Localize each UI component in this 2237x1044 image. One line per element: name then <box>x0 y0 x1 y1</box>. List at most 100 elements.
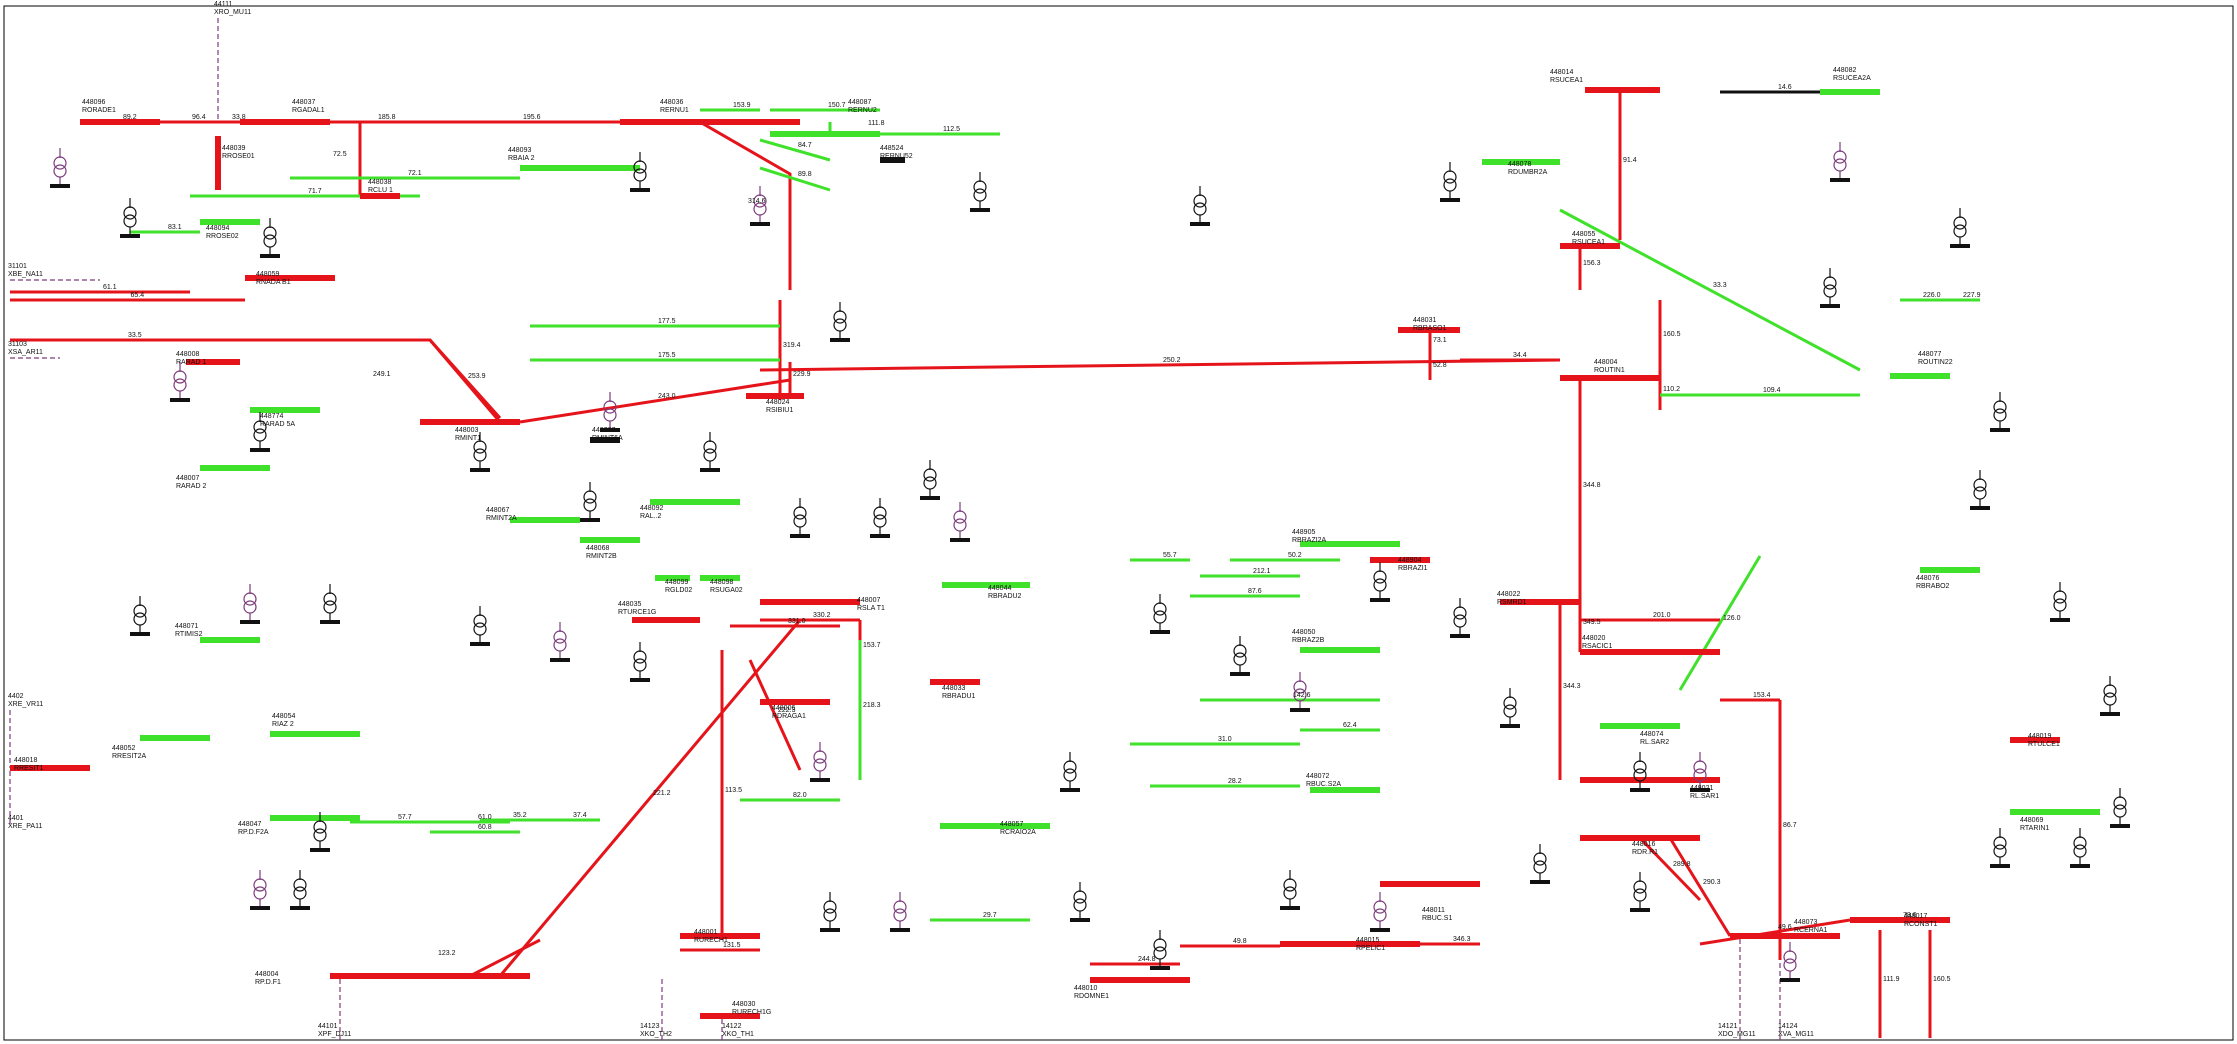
bus-number: 448082 <box>1833 67 1856 74</box>
line-flow-label: 82.0 <box>793 792 807 799</box>
line-flow-label: 153.9 <box>733 102 751 109</box>
transformer-icon <box>1990 392 2010 432</box>
transformer-icon <box>1830 142 1850 182</box>
line-flow-label: 37.4 <box>573 812 587 819</box>
bus-number: 448077 <box>1918 351 1941 358</box>
bus-name: RSUCEA1 <box>1572 239 1605 246</box>
bus-name: RBUC.S2A <box>1306 781 1341 788</box>
line-flow-label: 250.2 <box>1163 357 1181 364</box>
bus-number: 448071 <box>175 623 198 630</box>
bus-number: 448014 <box>1550 69 1573 76</box>
line-flow-label: 33.8 <box>232 114 246 121</box>
line-flow-label: 319.4 <box>783 342 801 349</box>
bus-number: 448037 <box>292 99 315 106</box>
line-flow-label: 212.1 <box>1253 568 1271 575</box>
transformer-icon <box>1970 470 1990 510</box>
line-flow-label: 111.8 <box>868 120 885 127</box>
line-flow-label: 218.3 <box>863 702 881 709</box>
transformer-icon <box>830 302 850 342</box>
bus-name: RSUGA02 <box>710 587 743 594</box>
bus-number: 448008 <box>176 351 199 358</box>
line-flow-label: 33.5 <box>128 332 142 339</box>
line-flow-label: 34.4 <box>1513 352 1527 359</box>
transformer-icon <box>1290 672 1310 712</box>
line-flow-label: 249.1 <box>373 371 391 378</box>
bus-number: 448024 <box>766 399 789 406</box>
bus-name: RBRAZI2A <box>1292 537 1327 544</box>
bus-name: RTURCE1G <box>618 609 656 616</box>
bus-name: RTARIN1 <box>2020 825 2049 832</box>
line-l49 <box>330 938 541 978</box>
bus-name: RPELIC1 <box>1356 945 1385 952</box>
line-flow-label: 331.0 <box>788 618 806 625</box>
diagram-frame <box>3 5 2234 1041</box>
bus-name: RMINT2B <box>586 553 617 560</box>
bus-number: 448047 <box>238 821 261 828</box>
transformer-icon <box>630 152 650 192</box>
bus-number: 448036 <box>660 99 683 106</box>
bus-number: 448033 <box>942 685 965 692</box>
line-flow-label: 96.4 <box>192 114 206 121</box>
transformer-icon <box>1150 930 1170 970</box>
transformer-icon <box>1060 752 1080 792</box>
bus-number: 448068 <box>586 545 609 552</box>
external-number: 14121 <box>1718 1023 1738 1030</box>
line-l7 <box>699 120 792 290</box>
bus-number: 448017 <box>1904 913 1927 920</box>
transformer-icon <box>250 412 270 452</box>
transformers-layer <box>50 142 2130 982</box>
bus-number: 448001 <box>694 929 717 936</box>
line-flow-label: 349.5 <box>1583 619 1601 626</box>
line-flow-label: 243.0 <box>658 393 676 400</box>
transformer-icon <box>1630 752 1650 792</box>
bus-number: 448774 <box>260 413 283 420</box>
transformer-icon <box>1990 828 2010 868</box>
transformer-icon <box>790 498 810 538</box>
transformer-icon <box>890 892 910 932</box>
line-flow-label: 110.2 <box>1663 386 1680 393</box>
line-flow-label: 153.4 <box>1753 692 1771 699</box>
bus-name: RBRAZI1 <box>1398 565 1428 572</box>
line-flow-label: 109.4 <box>1763 387 1781 394</box>
bus-number: 448099 <box>665 579 688 586</box>
bus-name: RGADAL1 <box>292 107 325 114</box>
line-flow-label: 29.7 <box>983 912 997 919</box>
line-flow-label: 195.6 <box>523 114 541 121</box>
line-flow-label: 222.3 <box>778 707 796 714</box>
line-flow-label: 72.1 <box>408 170 422 177</box>
external-name: XRO_MU11 <box>214 9 251 16</box>
line-flow-label: 31.0 <box>1218 736 1232 743</box>
bus-number: 448020 <box>1582 635 1605 642</box>
bus-number: 448093 <box>508 147 531 154</box>
line-flow-label: 253.9 <box>468 373 486 380</box>
bus-name: RURECH1 <box>694 937 728 944</box>
external-name: XVA_MG11 <box>1778 1031 1814 1038</box>
line-l50 <box>498 619 802 977</box>
line-flow-label: 65.4 <box>131 292 145 299</box>
line-flow-label: 84.7 <box>798 142 812 149</box>
bus-name: RAL..2 <box>640 513 662 520</box>
external-number: 14124 <box>1778 1023 1798 1030</box>
line-flow-label: 244.8 <box>1138 956 1156 963</box>
transformer-icon <box>260 218 280 258</box>
bus-name: RCLU 1 <box>368 187 393 194</box>
transformer-icon <box>1370 892 1390 932</box>
line-l4 <box>300 120 362 196</box>
bus-name: RBRADU1 <box>942 693 976 700</box>
bus-name: RARAD 5A <box>260 421 295 428</box>
transformer-icon <box>1690 752 1710 792</box>
bus-number: 448787 <box>592 427 615 434</box>
line-flow-label: 344.8 <box>1583 482 1601 489</box>
bus-name: RROSE01 <box>222 153 255 160</box>
line-flow-label: 112.5 <box>943 126 960 133</box>
line-flow-label: 226.0 <box>1923 292 1941 299</box>
transformer-icon <box>1820 268 1840 308</box>
bus-name: RDOMNE1 <box>1074 993 1109 1000</box>
transformer-icon <box>810 742 830 782</box>
external-number: 4402 <box>8 693 24 700</box>
bus-number: 448035 <box>618 601 641 608</box>
bus-name: RORADE1 <box>82 107 116 114</box>
bus-name: RSUCEA1 <box>1550 77 1583 84</box>
transformer-icon <box>1230 636 1250 676</box>
